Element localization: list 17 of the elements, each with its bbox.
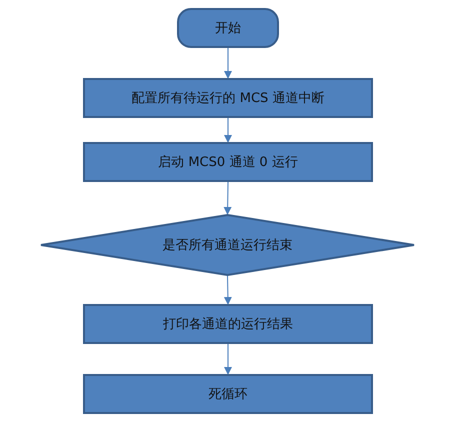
node-label: 死循环: [208, 386, 248, 403]
decision-diamond: [40, 214, 415, 276]
process-box: [83, 304, 373, 344]
process-box: [83, 142, 373, 182]
process-box: [83, 78, 373, 118]
node-label: 开始: [215, 20, 241, 37]
arrow: [224, 48, 232, 79]
node-label: 打印各通道的运行结果: [163, 316, 293, 333]
node-label: 是否所有通道运行结束: [162, 237, 292, 254]
node-label: 配置所有待运行的 MCS 通道中断: [132, 90, 324, 107]
node-label: 启动 MCS0 通道 0 运行: [158, 154, 298, 171]
arrow: [224, 276, 232, 305]
arrow: [224, 182, 232, 215]
process-box: [83, 374, 373, 414]
arrow: [224, 118, 232, 143]
start-terminal: [177, 8, 279, 48]
arrow: [224, 344, 232, 375]
